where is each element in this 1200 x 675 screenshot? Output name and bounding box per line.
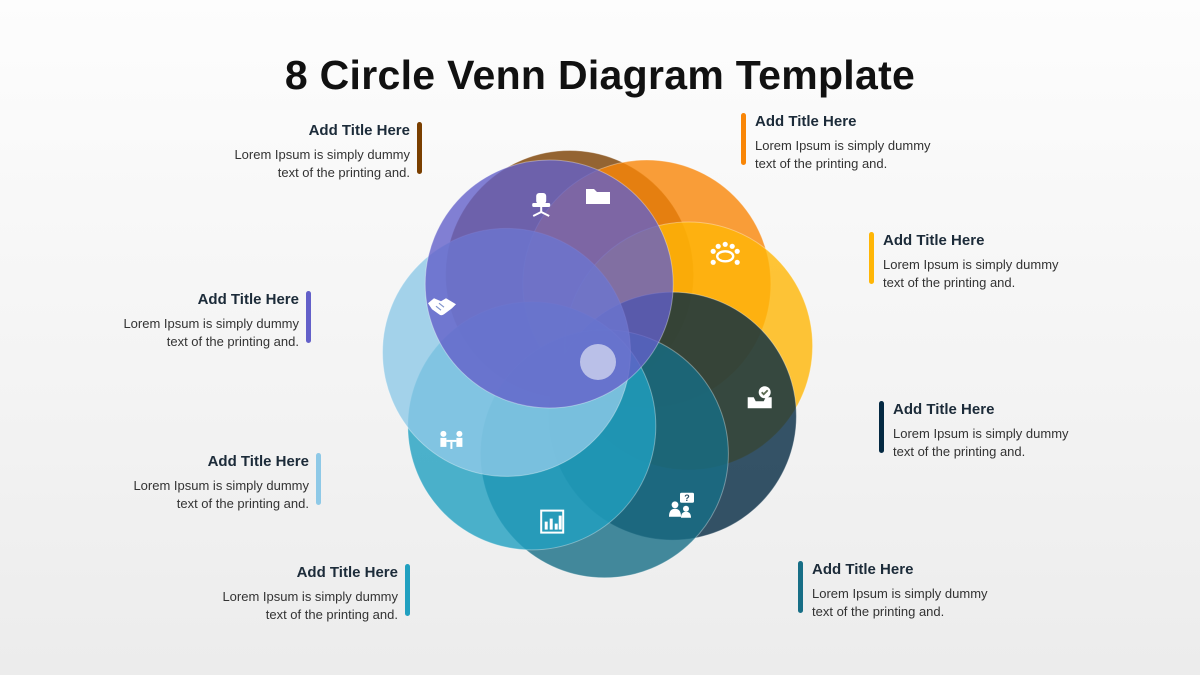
card-navy: Add Title Here Lorem Ipsum is simply dum… (879, 401, 1133, 461)
card-accent-bar (306, 291, 311, 343)
card-description-line: text of the printing and. (265, 607, 398, 622)
card-accent-bar (316, 453, 321, 505)
card-purple: Add Title Here Lorem Ipsum is simply dum… (59, 291, 311, 351)
card-accent-bar (741, 113, 746, 165)
card-teal: Add Title Here Lorem Ipsum is simply dum… (798, 561, 1052, 621)
card-description-line: text of the printing and. (893, 444, 1026, 459)
card-title: Add Title Here (207, 453, 309, 470)
card-accent-bar (405, 564, 410, 616)
venn-center (580, 344, 616, 380)
card-light-blue: Add Title Here Lorem Ipsum is simply dum… (69, 453, 321, 513)
card-description-line: Lorem Ipsum is simply dummy (133, 478, 309, 493)
card-description-line: text of the printing and. (176, 496, 309, 511)
card-accent-bar (869, 232, 874, 284)
card-accent-bar (798, 561, 803, 613)
card-title: Add Title Here (883, 232, 985, 249)
card-blue: Add Title Here Lorem Ipsum is simply dum… (158, 564, 410, 624)
card-brown: Add Title Here Lorem Ipsum is simply dum… (170, 122, 422, 182)
card-description-line: text of the printing and. (883, 275, 1016, 290)
card-description-line: text of the printing and. (812, 604, 945, 619)
card-description-line: Lorem Ipsum is simply dummy (893, 426, 1069, 441)
card-accent-bar (879, 401, 884, 453)
card-description-line: text of the printing and. (166, 334, 299, 349)
card-description-line: Lorem Ipsum is simply dummy (883, 257, 1059, 272)
card-title: Add Title Here (812, 561, 914, 578)
card-title: Add Title Here (755, 113, 857, 130)
page-title: 8 Circle Venn Diagram Template (284, 52, 916, 98)
card-description-line: Lorem Ipsum is simply dummy (755, 138, 931, 153)
card-description-line: Lorem Ipsum is simply dummy (812, 586, 988, 601)
card-description-line: Lorem Ipsum is simply dummy (222, 589, 398, 604)
venn-circles (382, 150, 814, 579)
card-yellow: Add Title Here Lorem Ipsum is simply dum… (869, 232, 1123, 292)
card-orange: Add Title Here Lorem Ipsum is simply dum… (741, 113, 995, 173)
card-title: Add Title Here (893, 401, 995, 418)
card-title: Add Title Here (296, 564, 398, 581)
card-description-line: text of the printing and. (277, 165, 410, 180)
card-accent-bar (417, 122, 422, 174)
card-title: Add Title Here (308, 122, 410, 139)
card-title: Add Title Here (197, 291, 299, 308)
card-description-line: Lorem Ipsum is simply dummy (234, 147, 410, 162)
card-description-line: Lorem Ipsum is simply dummy (123, 316, 299, 331)
venn-circle-purple (424, 159, 674, 409)
card-description-line: text of the printing and. (755, 156, 888, 171)
